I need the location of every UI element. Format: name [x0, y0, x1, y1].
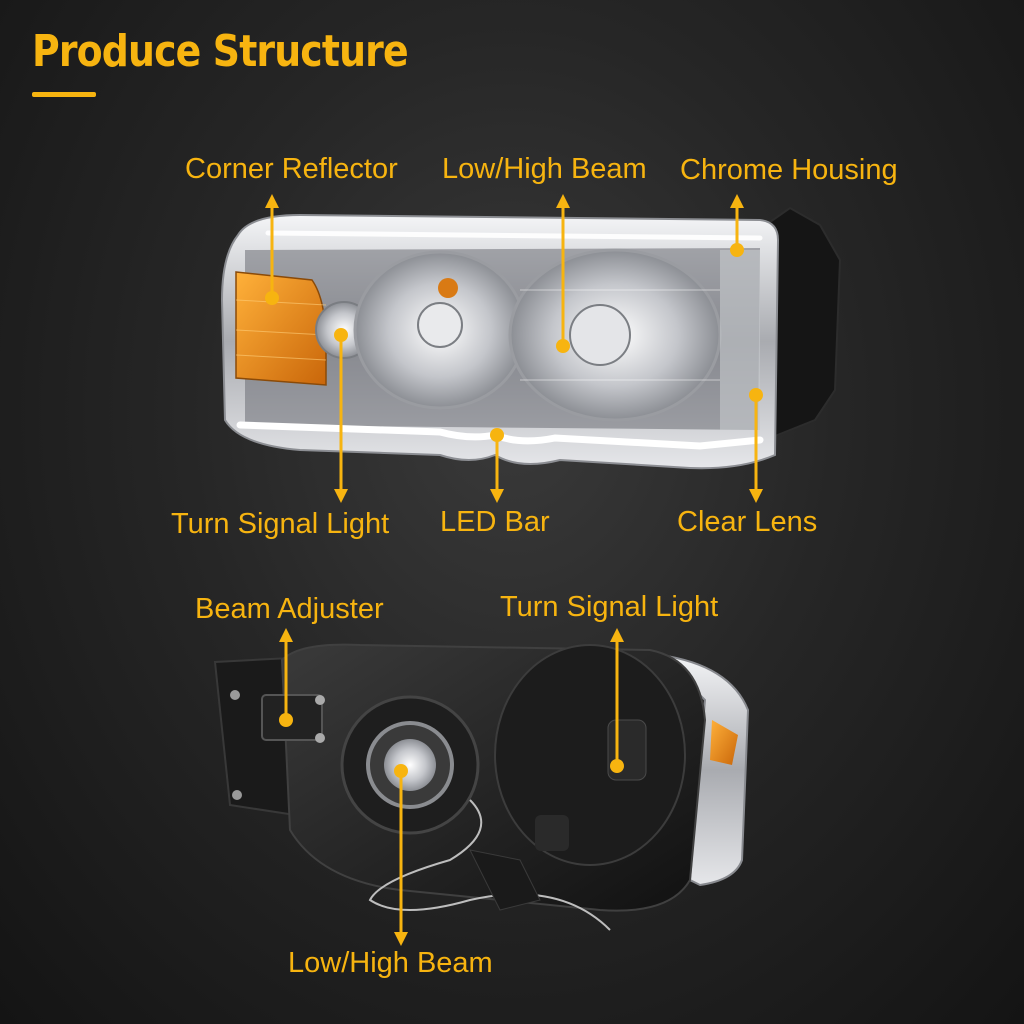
label-turn-signal-light-rear: Turn Signal Light: [500, 591, 719, 623]
amber-corner-reflector: [235, 271, 327, 386]
clear-lens-panel: [720, 250, 760, 430]
turn-signal-dome: [494, 644, 686, 866]
page-title: Produce Structure: [32, 26, 409, 77]
title-underline: [32, 92, 96, 97]
label-clear-lens: Clear Lens: [677, 506, 818, 538]
label-led-bar: LED Bar: [440, 506, 550, 538]
label-chrome-housing: Chrome Housing: [680, 154, 898, 186]
label-turn-signal-light-front: Turn Signal Light: [171, 508, 390, 540]
label-beam-adjuster: Beam Adjuster: [195, 593, 384, 625]
rear-headlight: [213, 643, 750, 931]
label-low-high-beam-front: Low/High Beam: [442, 153, 647, 185]
front-headlight: [220, 206, 842, 470]
label-corner-reflector: Corner Reflector: [185, 153, 398, 185]
callouts: [265, 194, 763, 946]
label-low-high-beam-rear: Low/High Beam: [288, 947, 493, 979]
rear-chrome-edge: [657, 653, 750, 887]
